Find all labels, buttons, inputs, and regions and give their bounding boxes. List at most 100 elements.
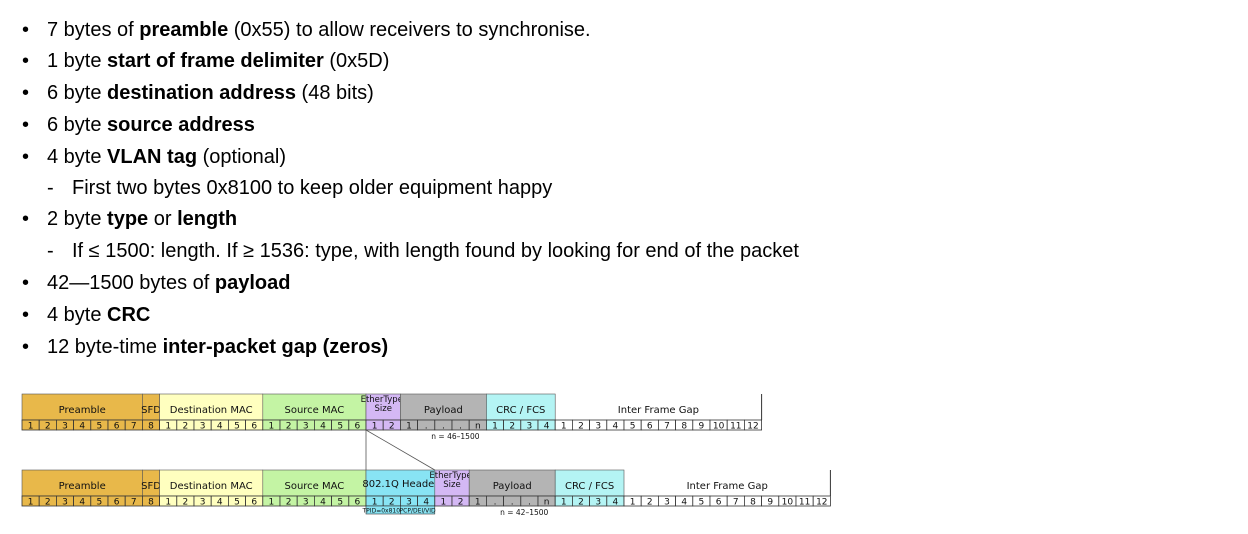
- bullet-marker: •: [22, 304, 30, 326]
- field-box: [400, 393, 487, 421]
- byte-cell-label: 3: [406, 498, 412, 508]
- sub-bullet-text: If ≤ 1500: length. If ≥ 1536: type, with…: [72, 240, 799, 262]
- bullet-text: 4 byte CRC: [47, 303, 150, 327]
- field-label: EtherType/: [429, 471, 474, 481]
- field-label: Source MAC: [284, 405, 344, 416]
- byte-cell-label: 7: [664, 422, 670, 432]
- bullet-text-prefix: 12 byte-time: [47, 336, 163, 358]
- field-label: Destination MAC: [170, 405, 253, 416]
- byte-cell-label: .: [528, 498, 531, 508]
- byte-cell-label: 1: [165, 498, 171, 508]
- field-label: Preamble: [59, 405, 106, 416]
- bullet-text: 2 byte type or length: [47, 207, 237, 231]
- field-box: [554, 469, 625, 497]
- byte-cell-label: 2: [647, 498, 653, 508]
- field-box: [486, 393, 556, 421]
- field-label: Preamble: [59, 481, 106, 492]
- byte-cell-label: 3: [595, 498, 601, 508]
- bullet-keyword: length: [177, 208, 238, 230]
- bullet-text-suffix: (0x5D): [323, 50, 390, 72]
- byte-cell-label: 2: [458, 498, 464, 508]
- byte-cell-label: 6: [114, 422, 120, 432]
- bullet-text-prefix: 2 byte: [47, 208, 108, 230]
- bullet-text: 1 byte start of frame delimiter (0x5D): [47, 49, 389, 73]
- field-label: 802.1Q Header: [362, 479, 439, 490]
- field-box: [21, 469, 143, 497]
- byte-cell-label: 9: [699, 422, 705, 432]
- byte-cell-label: 1: [372, 498, 378, 508]
- bullet-text: 12 byte-time inter-packet gap (zeros): [47, 335, 388, 359]
- byte-cell-label: .: [425, 422, 428, 432]
- byte-cell-label: 10: [782, 498, 794, 508]
- field-label: Inter Frame Gap: [687, 481, 768, 492]
- bullet-keyword: inter-packet gap (zeros): [162, 336, 389, 358]
- bullet-marker: •: [22, 82, 30, 104]
- byte-cell-label: 2: [286, 498, 292, 508]
- bullet-marker: •: [22, 272, 30, 294]
- byte-cell-label: 3: [595, 422, 601, 432]
- bullet-text: 4 byte VLAN tag (optional): [47, 145, 286, 169]
- bullet-keyword: start of frame delimiter: [107, 50, 324, 72]
- field-box: [159, 393, 264, 421]
- byte-cell-label: 2: [389, 422, 395, 432]
- bullet-keyword: type: [107, 208, 149, 230]
- byte-cell-label: 10: [713, 422, 725, 432]
- byte-cell-label: 6: [355, 422, 361, 432]
- byte-cell-label: .: [442, 422, 445, 432]
- vlan-subfield-label: PCP/DEI/VID: [400, 508, 437, 515]
- byte-cell-label: 4: [681, 498, 687, 508]
- bullet-keyword: payload: [214, 272, 291, 294]
- field-label: Size: [374, 404, 391, 414]
- byte-cell-label: 3: [664, 498, 670, 508]
- dash-marker: -: [47, 177, 54, 199]
- byte-cell-label: 5: [234, 498, 240, 508]
- byte-cell-label: 6: [114, 498, 120, 508]
- byte-cell-label: 4: [79, 498, 85, 508]
- byte-cell-label: 4: [320, 498, 326, 508]
- field-label: CRC / FCS: [565, 481, 614, 492]
- field-label: EtherType/: [361, 395, 406, 405]
- byte-cell-label: n: [544, 498, 550, 508]
- byte-cell-label: .: [511, 498, 514, 508]
- bullet-text-suffix: (optional): [197, 146, 286, 168]
- bullet-keyword: VLAN tag: [107, 146, 198, 168]
- bullet-text-prefix: 4 byte: [47, 146, 108, 168]
- byte-cell-label: 2: [45, 498, 51, 508]
- byte-cell-label: 11: [799, 498, 810, 508]
- byte-cell-label: 1: [441, 498, 447, 508]
- byte-cell-label: 5: [97, 422, 103, 432]
- byte-cell-label: 5: [337, 498, 343, 508]
- byte-cell-label: 1: [165, 422, 171, 432]
- bullet-text-prefix: 6 byte: [47, 114, 108, 136]
- byte-cell-label: 1: [28, 498, 34, 508]
- field-label: SFD: [141, 481, 161, 492]
- byte-cell-label: 1: [561, 498, 567, 508]
- byte-cell-label: 1: [372, 422, 378, 432]
- vlan-subfield-label: TPID=0x8100: [362, 508, 405, 515]
- field-label: Inter Frame Gap: [618, 405, 699, 416]
- byte-cell-label: 2: [45, 422, 51, 432]
- byte-cell-label: 5: [699, 498, 705, 508]
- byte-cell-label: 4: [423, 498, 429, 508]
- vlan-subfield: [400, 505, 436, 515]
- bullet-marker: •: [22, 208, 30, 230]
- byte-cell-label: 1: [28, 422, 34, 432]
- byte-cell-label: 4: [217, 498, 223, 508]
- byte-cell-label: 6: [251, 422, 257, 432]
- byte-cell-label: 2: [183, 422, 189, 432]
- byte-cell-label: 1: [492, 422, 498, 432]
- byte-cell-label: 5: [337, 422, 343, 432]
- byte-cell: [812, 495, 831, 507]
- byte-cell-label: 4: [320, 422, 326, 432]
- byte-cell-label: 8: [681, 422, 687, 432]
